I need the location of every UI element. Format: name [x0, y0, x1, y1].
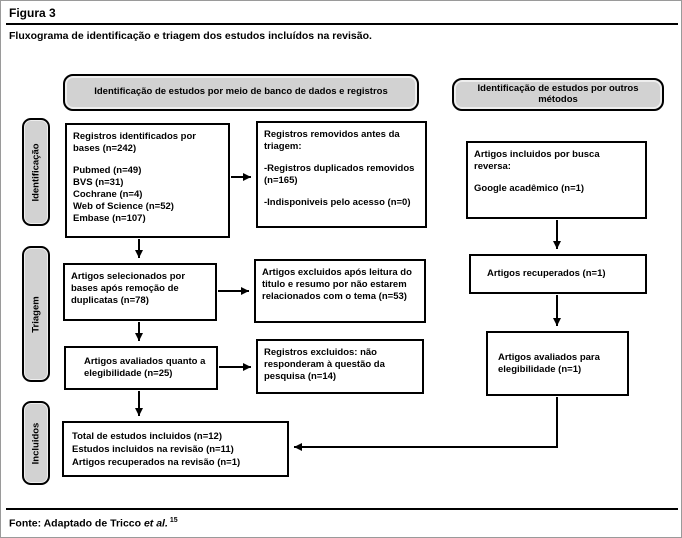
header-other-methods-label: Identificação de estudos por outros méto… — [477, 82, 639, 105]
source-text: Fonte: Adaptado de Tricco — [9, 517, 144, 530]
source-ref-number: 15 — [169, 517, 178, 524]
top-rule — [6, 23, 678, 25]
header-other-methods: Identificação de estudos por outros méto… — [452, 78, 664, 111]
source-note: Fonte: Adaptado de Tricco et al.15 — [9, 517, 178, 530]
box-records-identified: Registros identificados por bases (n=242… — [65, 123, 230, 238]
box-records-identified-title: Registros identificados por bases (n=242… — [73, 131, 196, 154]
box-articles-retrieved-text: Artigos recuperados (n=1) — [487, 268, 606, 279]
stage-identification: Identificação — [22, 118, 50, 226]
bottom-rule — [6, 508, 678, 510]
db-web-of-science: Web of Science (n=52) — [73, 201, 174, 212]
box-excluded-not-answering-text: Registros excluidos: não responderam à q… — [264, 347, 385, 382]
box-records-removed-title: Registros removidos antes da triagem: — [264, 129, 400, 152]
stage-screening: Triagem — [22, 246, 50, 382]
box-assessed-eligibility: Artigos avaliados quanto a elegibilidade… — [64, 346, 218, 390]
header-databases: Identificação de estudos por meio de ban… — [63, 74, 419, 111]
box-reverse-search: Artigos incluidos por busca reversa: Goo… — [466, 141, 647, 219]
box-excluded-not-answering: Registros excluidos: não responderam à q… — [256, 339, 424, 394]
figure-label: Figura 3 — [9, 6, 56, 20]
box-assessed-eligibility-other-text: Artigos avaliados para elegibilidade (n=… — [498, 351, 600, 375]
included-total-line: Total de estudos incluidos (n=12) — [72, 431, 222, 442]
reverse-search-google: Google acadêmico (n=1) — [474, 183, 585, 194]
source-etal: et al. — [143, 517, 168, 530]
arrow-eligibility-to-included — [294, 397, 558, 451]
stage-identification-label: Identificação — [30, 142, 42, 202]
box-reverse-search-title: Artigos incluidos por busca reversa: — [474, 149, 600, 172]
box-articles-retrieved: Artigos recuperados (n=1) — [469, 254, 647, 294]
db-cochrane: Cochrane (n=4) — [73, 189, 143, 200]
box-records-removed: Registros removidos antes da triagem: -R… — [256, 121, 427, 228]
box-assessed-eligibility-other: Artigos avaliados para elegibilidade (n=… — [486, 331, 629, 396]
removed-unavailable: -Indisponiveis pelo acesso (n=0) — [264, 197, 411, 208]
db-embase: Embase (n=107) — [73, 213, 146, 224]
box-excluded-title-abstract-text: Artigos excluidos após leitura do titulo… — [262, 267, 412, 302]
box-assessed-eligibility-text: Artigos avaliados quanto a elegibilidade… — [84, 356, 206, 379]
included-review-line: Estudos incluidos na revisão (n=11) — [72, 444, 234, 455]
stage-included: Incluidos — [22, 401, 50, 485]
figure-caption: Fluxograma de identificação e triagem do… — [9, 30, 372, 42]
db-pubmed: Pubmed (n=49) — [73, 165, 142, 176]
box-selected-after-dedup-text: Artigos selecionados por bases após remo… — [71, 271, 186, 306]
stage-screening-label: Triagem — [30, 295, 42, 333]
header-databases-label: Identificação de estudos por meio de ban… — [94, 86, 388, 98]
db-bvs: BVS (n=31) — [73, 177, 124, 188]
box-excluded-title-abstract: Artigos excluidos após leitura do titulo… — [254, 259, 426, 323]
box-included-total: Total de estudos incluidos (n=12) Estudo… — [62, 421, 289, 477]
removed-duplicates: -Registros duplicados removidos (n=165) — [264, 163, 415, 186]
box-selected-after-dedup: Artigos selecionados por bases após remo… — [63, 263, 217, 321]
included-retrieved-line: Artigos recuperados na revisão (n=1) — [72, 457, 241, 468]
stage-included-label: Incluidos — [30, 422, 42, 464]
